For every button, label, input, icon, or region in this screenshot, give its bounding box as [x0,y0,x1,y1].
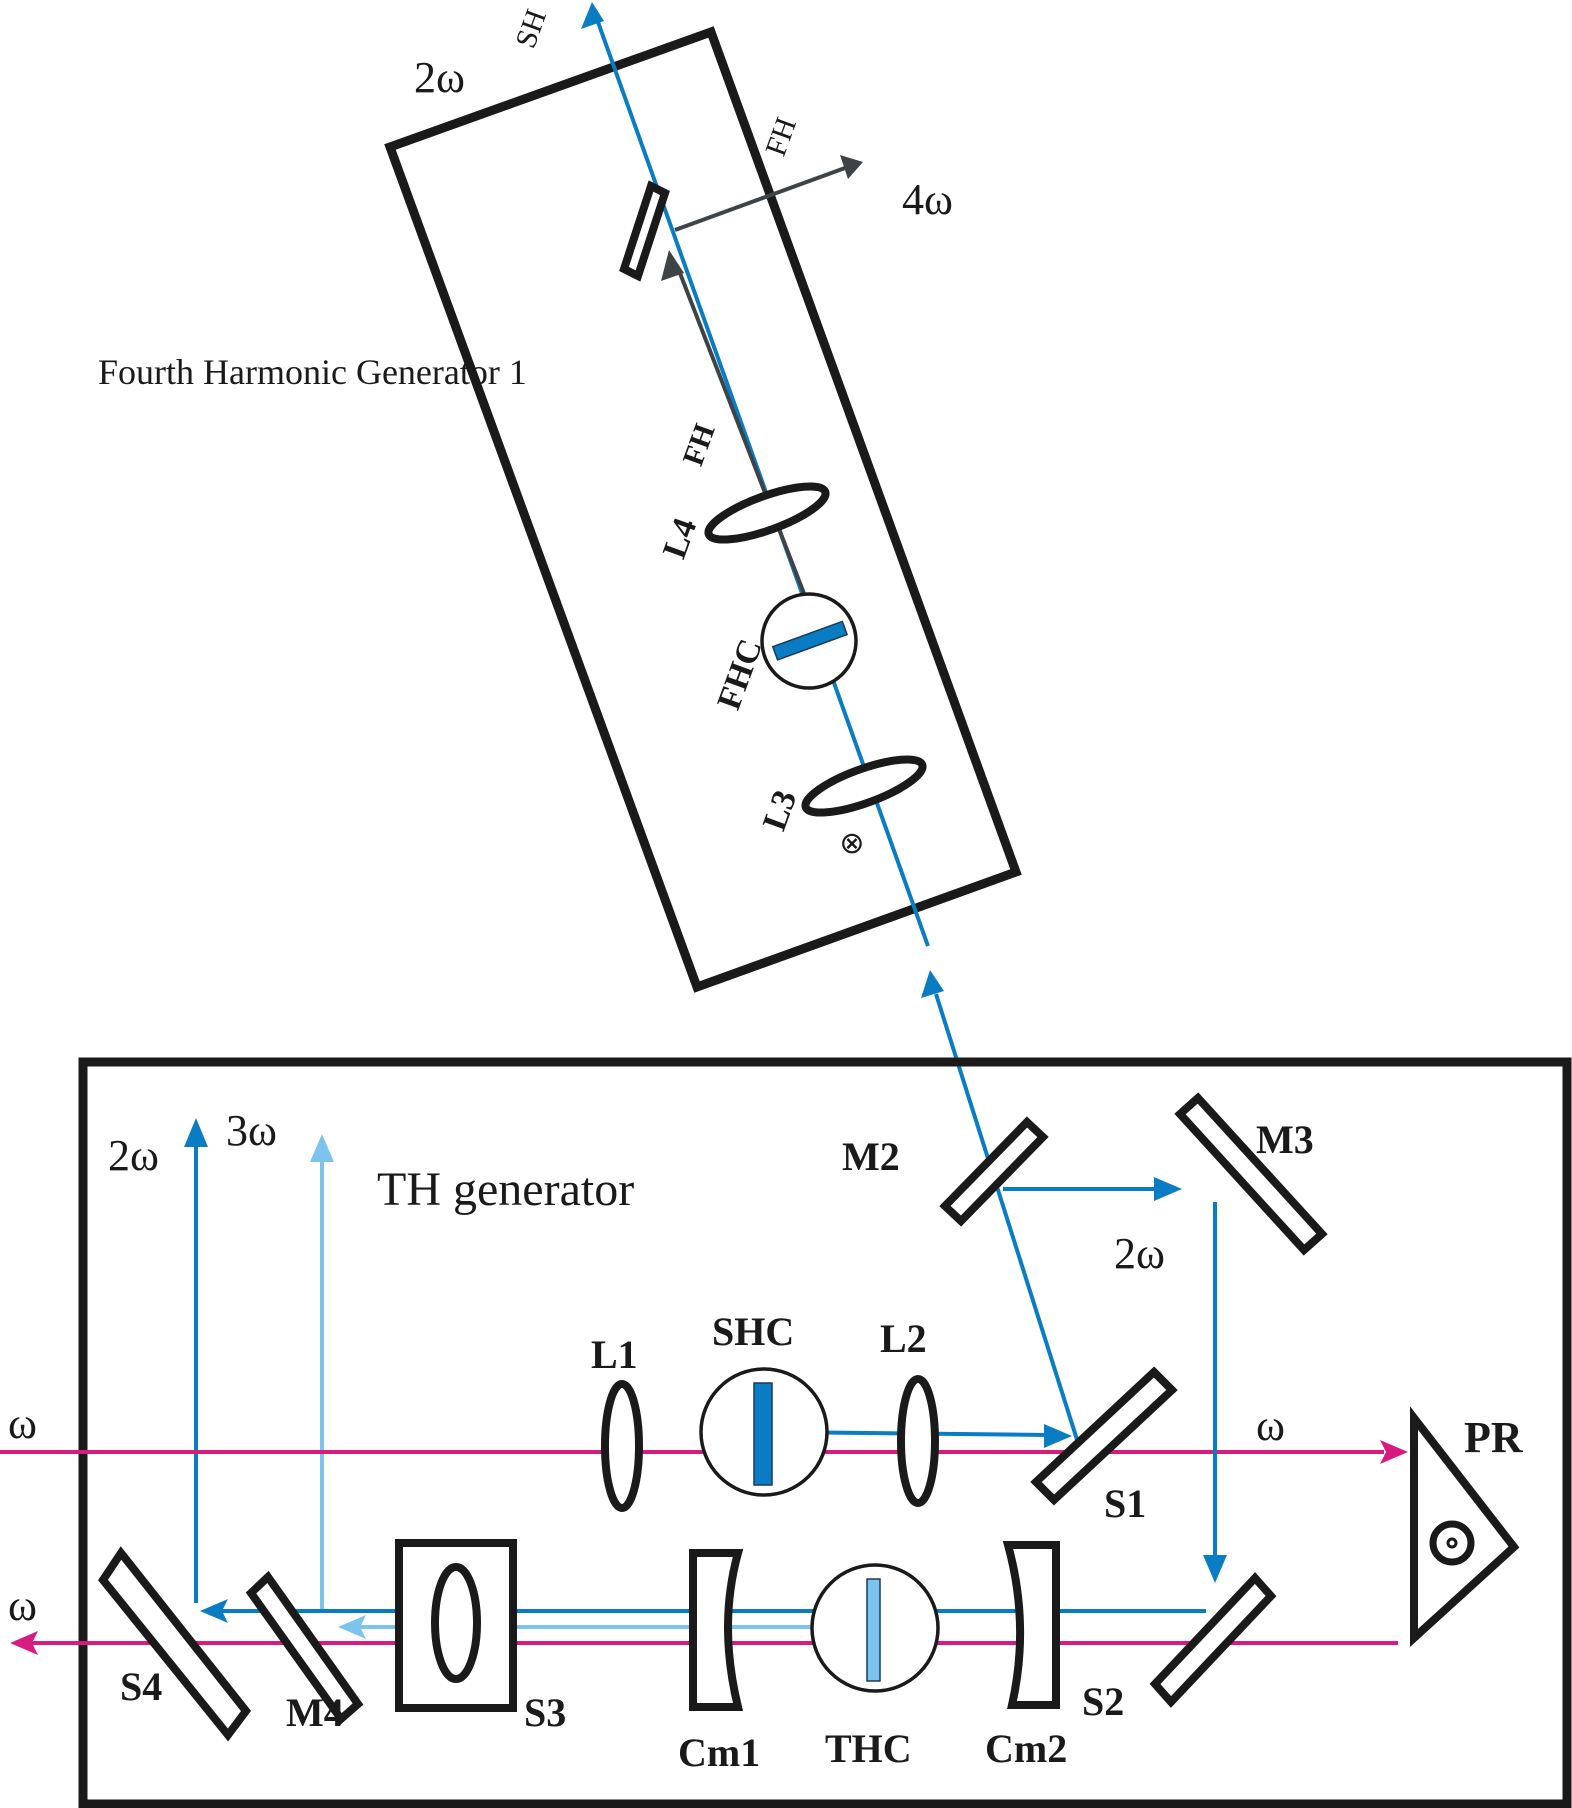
optic-s3-lens [431,1563,481,1683]
label-m3: M3 [1256,1117,1314,1162]
output-w-label: ω [8,1581,37,1630]
label-l1: L1 [591,1332,638,1377]
mid-2w-label: 2ω [1114,1229,1165,1278]
out-3w-arrowhead [310,1134,334,1162]
separator-s2 [1149,1572,1277,1708]
thg-title: TH generator [377,1163,634,1216]
sh-input-arrowhead [921,970,944,998]
label-l2: L2 [880,1316,927,1361]
label-s4: S4 [120,1664,162,1709]
crystal-shc-element [753,1382,773,1486]
mirror-m2 [939,1116,1049,1227]
lens-l4 [704,482,830,544]
sh-to-s1-arrowhead [1044,1424,1072,1448]
label-thc: THC [825,1726,912,1771]
out-2w-label: 2ω [108,1131,159,1180]
label-s1: S1 [1104,1481,1146,1526]
out-3w-label: 3ω [226,1106,277,1155]
fundamental-to-pr-arrowhead [1380,1440,1408,1464]
fhg-output-label: 4ω [902,175,953,224]
label-cm2: Cm2 [985,1726,1067,1771]
label-s2: S2 [1082,1679,1124,1724]
fhg-housing [384,26,1022,993]
out-2w-arrowhead [184,1118,208,1147]
sh-input-beam [934,993,1081,1447]
sh-to-s2-arrowhead [1203,1555,1227,1583]
fhg-title: Fourth Harmonic Generator 1 [98,352,527,392]
sh-to-m3-arrowhead [1154,1177,1182,1201]
label-m2: M2 [842,1134,900,1179]
fhg-fh-beam-label: FH [676,420,721,470]
separator-s1 [1030,1366,1178,1506]
mirror-cm1 [689,1549,744,1711]
fhg-sh-label: SH [509,5,553,52]
label-s3: S3 [524,1690,566,1735]
lens-l2 [897,1375,939,1507]
label-m4: M4 [286,1690,344,1735]
return-3w-arrowhead [338,1615,366,1639]
prism-rotation-ring [1429,1520,1475,1566]
mirror-m4 [245,1570,364,1725]
polarization-symbol: ⊗ [839,827,864,860]
crystal-thc-element [866,1578,881,1682]
mid-w-label: ω [1256,1401,1285,1450]
label-shc: SHC [712,1309,794,1354]
sh-output-arrowhead [581,2,604,29]
fundamental-output-arrowhead [10,1631,38,1655]
fh-beam [676,267,824,641]
label-fhc: FHC [710,634,769,714]
lens-l3 [801,755,927,817]
label-l4: L4 [656,513,704,563]
input-w-label: ω [8,1399,37,1448]
th-generator: TH generator 2ω 3ω ω ω ω 2ω L [0,1057,1572,1808]
lens-l1 [601,1380,643,1512]
crystal-fhc-element [771,620,849,661]
fh-output-beam [674,166,846,232]
label-pr: PR [1464,1413,1524,1462]
thg-housing [78,1057,1572,1808]
mirror-m3 [1174,1092,1328,1256]
separator-s4 [98,1546,252,1742]
fhg-separator-plate [619,180,670,282]
fh-output-arrowhead [840,155,863,179]
prism-rotation-dot [1446,1537,1458,1549]
fh-beam-arrowhead [661,250,684,281]
fhg-input-label: 2ω [414,53,465,102]
mirror-cm2 [1002,1541,1060,1709]
label-l3: L3 [756,785,804,835]
fhg-fh-out-label: FH [759,113,803,160]
return-2w-arrowhead [200,1599,228,1623]
fourth-harmonic-generator: ⊗ 2ω SH FH 4ω Fourth Harmonic Generator … [98,2,1081,1447]
label-cm1: Cm1 [678,1730,760,1775]
